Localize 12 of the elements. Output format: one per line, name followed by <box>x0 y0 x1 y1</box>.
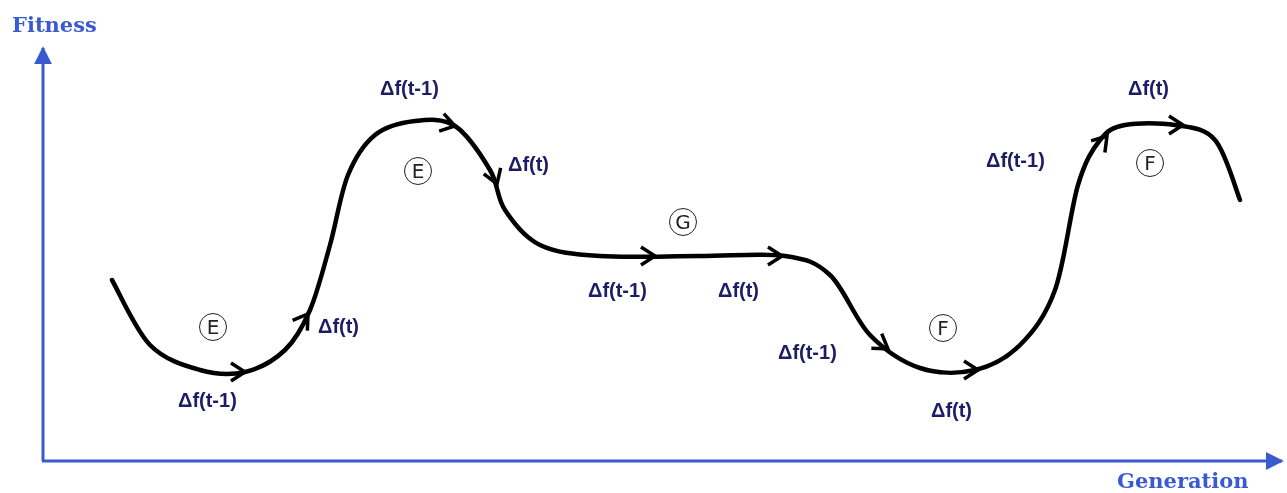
delta-label: Δf(t-1) <box>588 280 647 300</box>
delta-label: Δf(t-1) <box>986 150 1045 170</box>
delta-label: Δf(t) <box>1128 78 1169 98</box>
delta-label: Δf(t) <box>508 154 549 174</box>
delta-label: Δf(t) <box>931 400 972 420</box>
delta-label: Δf(t-1) <box>380 78 439 98</box>
delta-label: Δf(t-1) <box>178 390 237 410</box>
delta-label: Δf(t) <box>318 316 359 336</box>
delta-label: Δf(t) <box>718 280 759 300</box>
delta-label: Δf(t-1) <box>778 342 837 362</box>
axis-title: Fitness <box>12 14 97 35</box>
axis-title: Generation <box>1117 470 1249 491</box>
